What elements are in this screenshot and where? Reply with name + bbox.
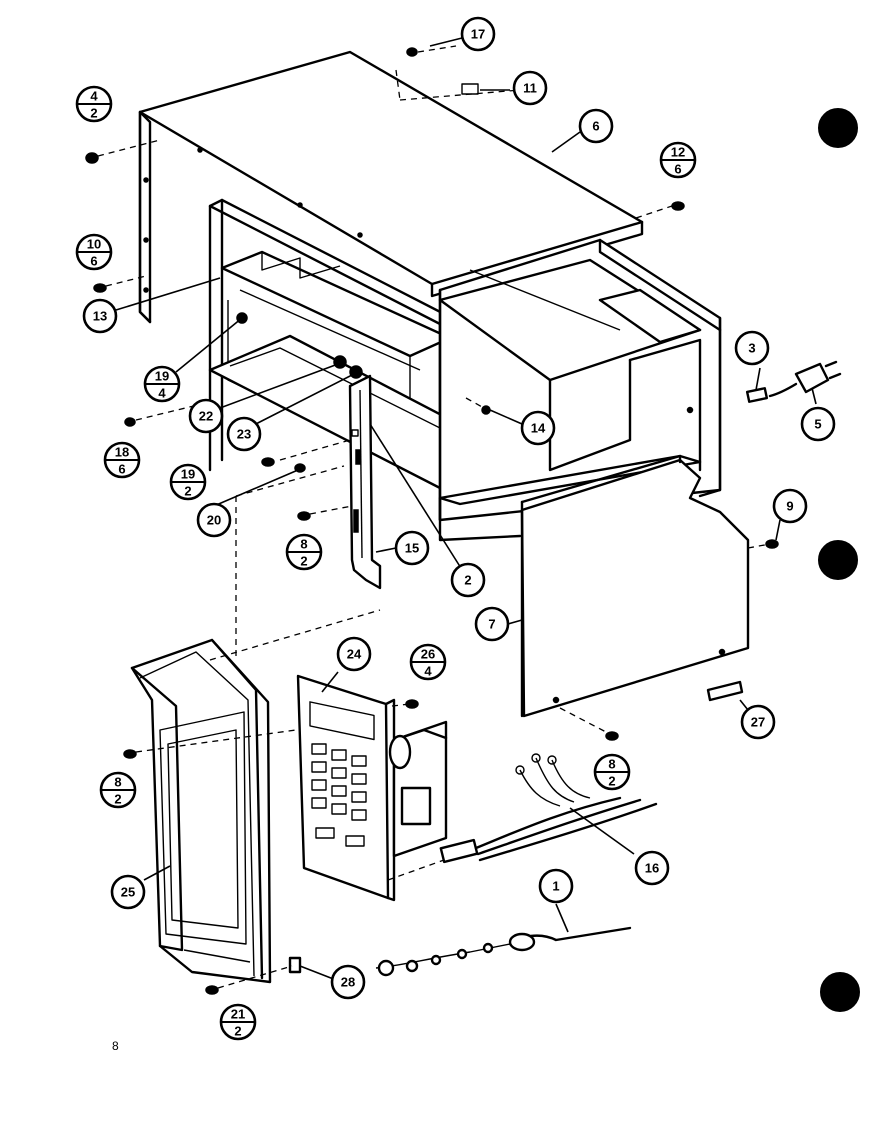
callout-7: 7 (474, 606, 510, 642)
callout-16: 16 (634, 850, 670, 886)
wire-harness (439, 753, 658, 864)
callout-2: 2 (450, 562, 486, 598)
svg-text:19: 19 (155, 369, 169, 384)
svg-text:10: 10 (87, 237, 101, 252)
svg-text:28: 28 (341, 975, 355, 990)
svg-text:11: 11 (523, 81, 537, 96)
svg-text:22: 22 (199, 409, 213, 424)
svg-text:2: 2 (234, 1024, 241, 1039)
svg-text:24: 24 (347, 647, 362, 662)
callout-14: 14 (520, 410, 556, 446)
side-panel (520, 454, 750, 718)
svg-text:1: 1 (552, 879, 559, 894)
binder-hole-middle (818, 540, 858, 580)
svg-text:6: 6 (118, 462, 125, 477)
svg-text:26: 26 (421, 647, 435, 662)
leader-lines (115, 37, 817, 981)
svg-text:14: 14 (531, 421, 546, 436)
callout-13: 13 (82, 298, 118, 334)
page-mark: 8 (112, 1039, 119, 1053)
control-bracket (348, 374, 382, 590)
front-door (130, 638, 272, 984)
callout-10-6: 10 6 (75, 233, 113, 271)
svg-text:8: 8 (300, 537, 307, 552)
svg-text:2: 2 (90, 106, 97, 121)
callout-8-2-lower-right: 8 2 (593, 753, 631, 791)
svg-text:6: 6 (592, 119, 599, 134)
svg-text:25: 25 (121, 885, 135, 900)
callout-19-4: 19 4 (143, 365, 181, 403)
svg-text:2: 2 (608, 774, 615, 789)
callout-6: 6 (578, 108, 614, 144)
callout-9: 9 (772, 488, 808, 524)
callout-21-2: 21 2 (219, 1003, 257, 1041)
callout-15: 15 (394, 530, 430, 566)
svg-text:7: 7 (488, 617, 495, 632)
svg-text:21: 21 (231, 1007, 245, 1022)
svg-text:5: 5 (814, 417, 821, 432)
svg-text:2: 2 (184, 484, 191, 499)
svg-text:4: 4 (424, 664, 432, 679)
svg-text:23: 23 (237, 427, 251, 442)
svg-text:4: 4 (90, 89, 98, 104)
callout-20: 20 (196, 502, 232, 538)
binder-hole-bottom (820, 972, 860, 1012)
outer-cabinet (138, 50, 644, 324)
callout-17: 17 (460, 16, 496, 52)
svg-text:18: 18 (115, 445, 129, 460)
callout-27: 27 (740, 704, 776, 740)
svg-text:16: 16 (645, 861, 659, 876)
svg-text:6: 6 (90, 254, 97, 269)
callout-19-2: 19 2 (169, 463, 207, 501)
svg-text:27: 27 (751, 715, 765, 730)
svg-text:19: 19 (181, 467, 195, 482)
callout-24: 24 (336, 636, 372, 672)
svg-text:8: 8 (114, 775, 121, 790)
svg-text:2: 2 (114, 792, 121, 807)
callout-18-6: 18 6 (103, 441, 141, 479)
svg-text:2: 2 (300, 554, 307, 569)
svg-text:3: 3 (748, 341, 755, 356)
control-board (388, 720, 448, 858)
binder-hole-top (818, 108, 858, 148)
callout-3: 3 (734, 330, 770, 366)
callout-25: 25 (110, 874, 146, 910)
svg-text:12: 12 (671, 145, 685, 160)
callout-8-2-lower-left: 8 2 (99, 771, 137, 809)
svg-text:2: 2 (464, 573, 471, 588)
fuse (745, 387, 769, 403)
latch-rod (375, 926, 632, 977)
callout-4-2: 4 2 (75, 85, 113, 123)
svg-text:9: 9 (786, 499, 793, 514)
svg-text:15: 15 (405, 541, 419, 556)
callout-12-6: 12 6 (659, 141, 697, 179)
svg-text:4: 4 (158, 386, 166, 401)
svg-text:17: 17 (471, 27, 485, 42)
callout-22: 22 (188, 398, 224, 434)
svg-text:6: 6 (674, 162, 681, 177)
svg-text:20: 20 (207, 513, 221, 528)
svg-text:8: 8 (608, 757, 615, 772)
callout-11: 11 (512, 70, 548, 106)
callout-8-2-upper: 8 2 (285, 533, 323, 571)
callout-26-4: 26 4 (409, 643, 447, 681)
power-cord (768, 360, 842, 398)
control-panel (296, 674, 396, 902)
svg-text:13: 13 (93, 309, 107, 324)
callout-23: 23 (226, 416, 262, 452)
callout-28: 28 (330, 964, 366, 1000)
callout-1: 1 (538, 868, 574, 904)
fasteners (85, 47, 779, 995)
callout-5: 5 (800, 406, 836, 442)
assembly-lines (97, 45, 771, 989)
